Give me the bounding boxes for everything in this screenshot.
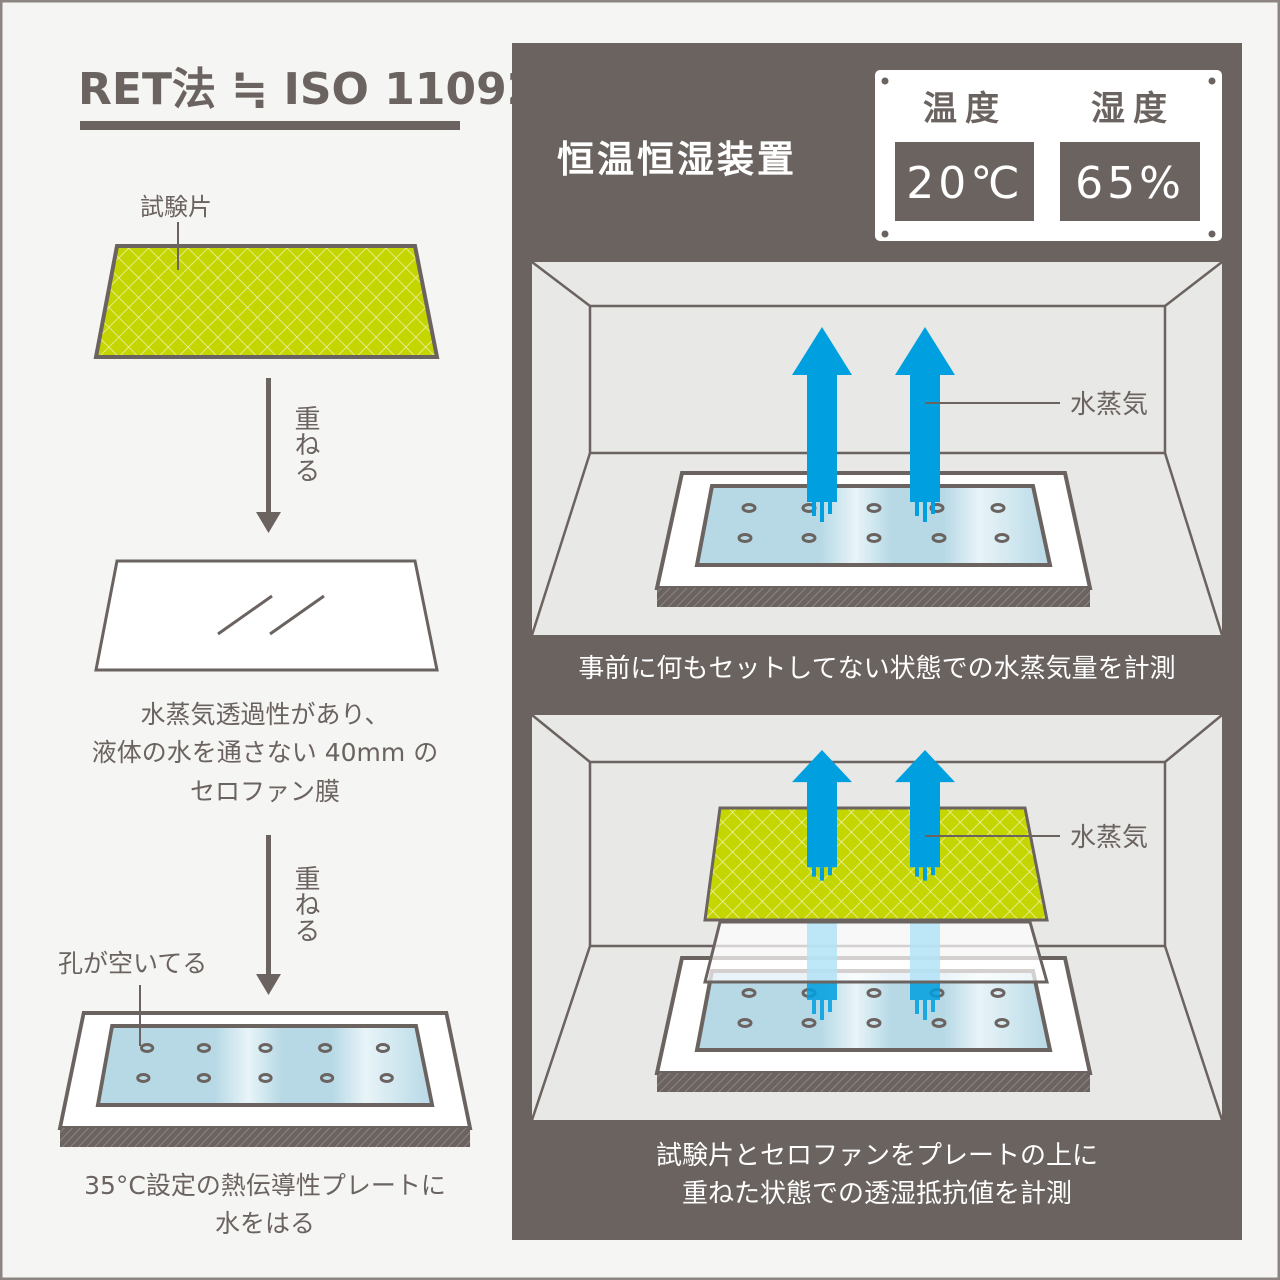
cellophane-caption-line: セロファン膜 [190, 777, 340, 806]
cellophane-caption-line: 液体の水を通さない 40mm の [92, 738, 438, 767]
specimen-layer [703, 806, 1049, 922]
temperature-label: 温度 [923, 89, 1007, 129]
holes-label: 孔が空いてる [58, 949, 207, 978]
chamber-with-specimen [530, 714, 1224, 1121]
scene2-caption-line: 試験片とセロファンをプレートの上に [656, 1141, 1098, 1171]
humidity-label: 湿度 [1091, 89, 1175, 129]
scene1-caption: 事前に何もセットしてない状態での水蒸気量を計測 [578, 654, 1175, 684]
temperature-value: 20℃ [906, 158, 1023, 209]
page-title: RET法 ≒ ISO 11092 [78, 64, 537, 115]
overlay-label-1: 重ねる [290, 405, 320, 483]
specimen-label: 試験片 [140, 193, 212, 221]
humidity-value: 65% [1075, 158, 1185, 209]
down-arrow-icon [256, 835, 281, 995]
vapor-label-2: 水蒸気 [1070, 823, 1148, 853]
down-arrow-icon [256, 378, 281, 533]
test-specimen [93, 244, 440, 359]
cellophane-caption-line: 水蒸気透過性があり、 [140, 700, 389, 729]
display-board: 温度 湿度 20℃ 65% [875, 70, 1222, 241]
cellophane-layer [703, 920, 1049, 984]
chamber-title: 恒温恒湿装置 [557, 138, 797, 181]
scene2-caption-line: 重ねた状態での透湿抵抗値を計測 [682, 1179, 1072, 1209]
cellophane-film [94, 559, 439, 672]
heat-plate [58, 1011, 473, 1149]
plate-caption-line: 35°C設定の熱伝導性プレートに [84, 1171, 446, 1200]
title-underline [80, 121, 460, 130]
chamber-empty [530, 261, 1224, 636]
plate-caption-line: 水をはる [215, 1209, 315, 1238]
vapor-label-1: 水蒸気 [1070, 390, 1148, 420]
overlay-label-2: 重ねる [290, 865, 320, 943]
